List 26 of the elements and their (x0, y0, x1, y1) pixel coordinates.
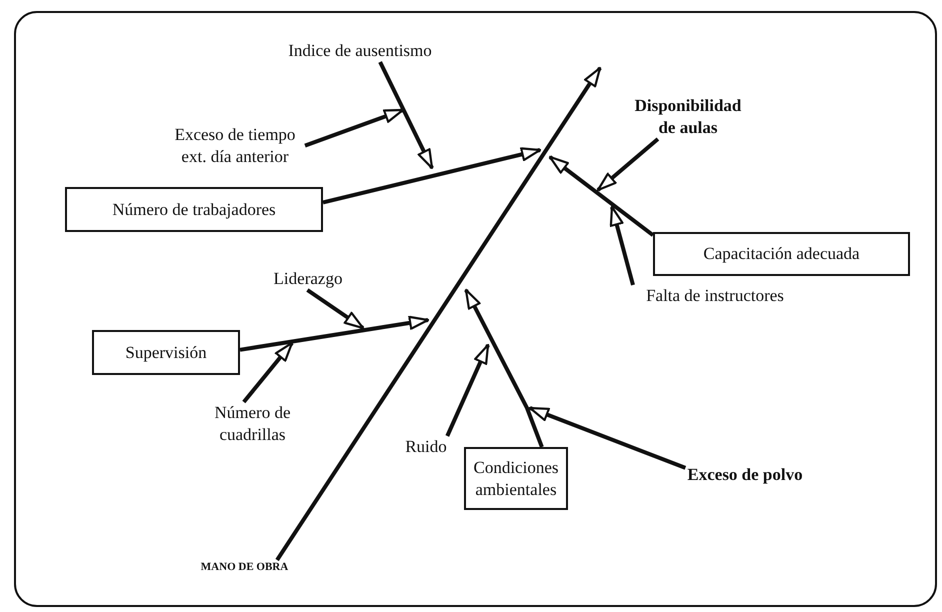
arrow (610, 206, 635, 286)
cause-box: Capacitación adecuada (653, 232, 910, 276)
arrow (275, 66, 602, 562)
cause-label: Ruido (403, 436, 449, 458)
arrow (596, 137, 660, 192)
category-label: MANO DE OBRA (198, 560, 290, 574)
cause-box: Condiciones ambientales (464, 447, 568, 510)
cause-label: Número de cuadrillas (195, 402, 310, 446)
arrow (445, 344, 490, 437)
arrow (304, 108, 404, 148)
arrow (306, 288, 364, 330)
cause-label: Indice de ausentismo (286, 40, 434, 62)
cause-label: Exceso de polvo (685, 464, 805, 486)
arrow (242, 342, 294, 404)
cause-box: Número de trabajadores (65, 187, 323, 232)
arrow (528, 406, 686, 470)
cause-label: Disponibilidad de aulas (628, 95, 748, 139)
arrow (548, 155, 654, 237)
arrow (322, 147, 542, 204)
cause-label: Exceso de tiempo ext. día anterior (165, 124, 305, 168)
cause-label: Liderazgo (272, 268, 344, 290)
arrow (464, 288, 544, 448)
arrow (240, 316, 430, 352)
arrow (378, 61, 434, 170)
cause-label: Falta de instructores (644, 285, 786, 307)
cause-box: Supervisión (92, 330, 240, 375)
